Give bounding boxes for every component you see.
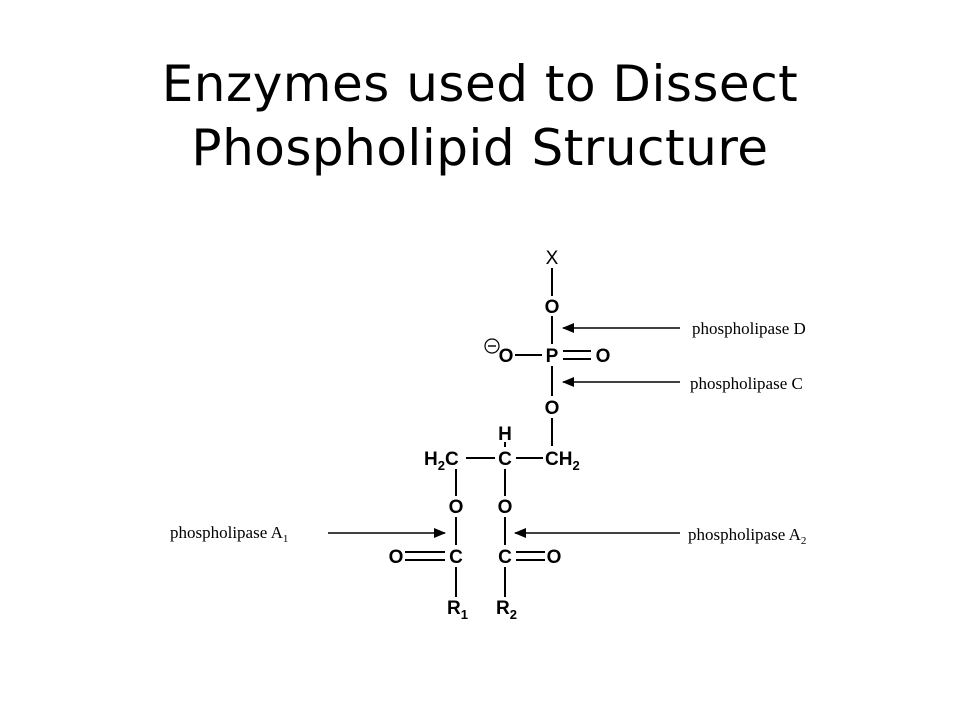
atom-x: X (546, 248, 559, 269)
label-phospholipase-a1: phospholipase A1 (170, 523, 288, 545)
atom-o-bottom: O (545, 398, 560, 419)
molecule-atoms: X O O P O O H H2C C CH2 O O O C C O R1 R… (389, 248, 611, 622)
atom-o-top: O (545, 297, 560, 318)
molecule-bonds (405, 268, 591, 597)
atom-ch2: CH2 (545, 449, 580, 473)
title-line-1: Enzymes used to Dissect (161, 55, 799, 113)
label-phospholipase-c: phospholipase C (690, 374, 803, 393)
negative-charge-icon (484, 338, 500, 354)
atom-o-carbonyl2: O (547, 547, 562, 568)
atom-p: P (546, 346, 559, 367)
atom-c2: C (498, 547, 512, 568)
enzyme-labels: phospholipase D phospholipase C phosphol… (170, 319, 806, 547)
atom-h2c: H2C (424, 449, 459, 473)
title-line-2: Phospholipid Structure (191, 119, 769, 177)
enzyme-arrows (328, 323, 680, 538)
atom-c-middle: C (498, 449, 512, 470)
slide-title: Enzymes used to Dissect Phospholipid Str… (0, 52, 960, 180)
atom-r2: R2 (496, 598, 517, 622)
atom-o-carbonyl1: O (389, 547, 404, 568)
label-phospholipase-a2: phospholipase A2 (688, 525, 806, 547)
atom-o-left: O (499, 346, 514, 367)
atom-h: H (498, 424, 512, 445)
label-phospholipase-d: phospholipase D (692, 319, 806, 338)
atom-o-ester1: O (449, 497, 464, 518)
atom-o-ester2: O (498, 497, 513, 518)
atom-c1: C (449, 547, 463, 568)
atom-o-double: O (596, 346, 611, 367)
atom-r1: R1 (447, 598, 468, 622)
